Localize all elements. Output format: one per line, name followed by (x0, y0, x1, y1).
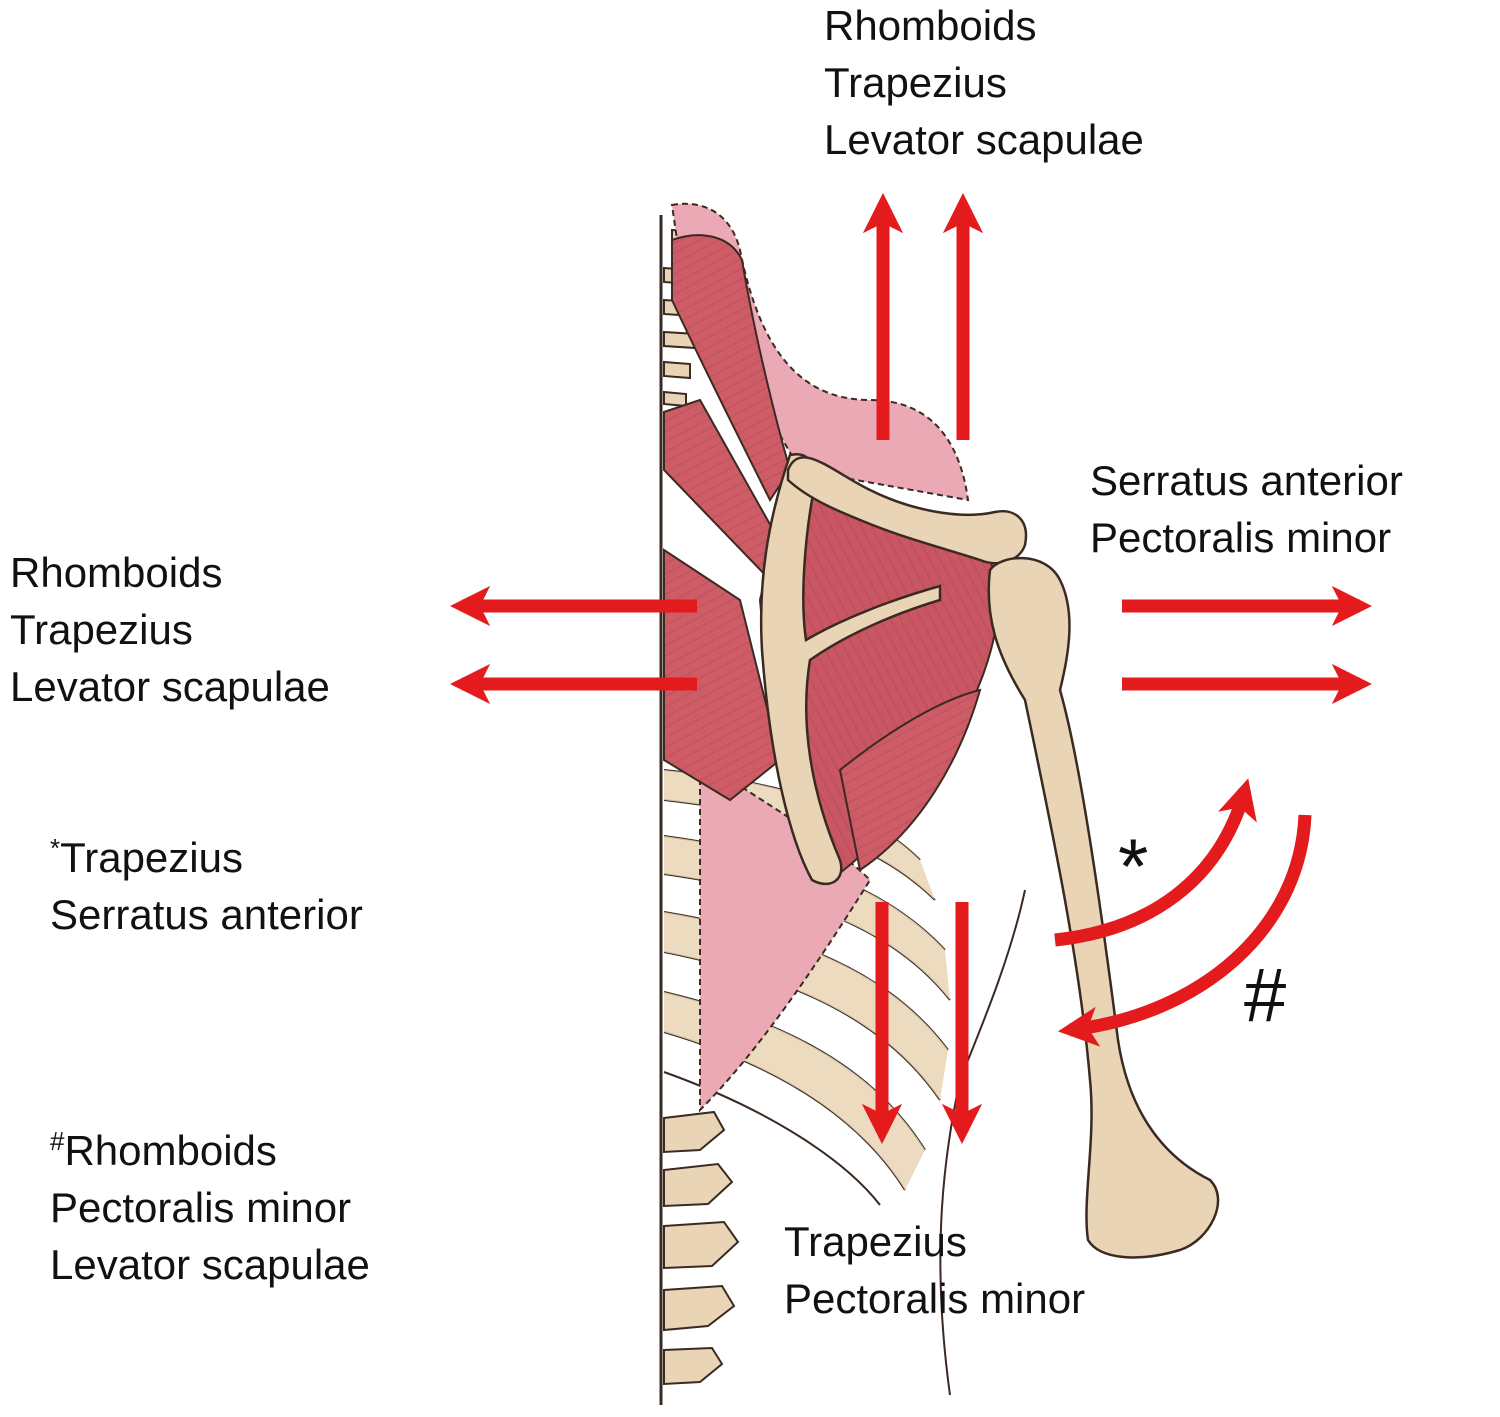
humerus (987, 556, 1220, 1259)
upward-rotation-symbol: * (1118, 822, 1149, 910)
label-line: Serratus anterior (1090, 457, 1403, 504)
protraction-label: Serratus anterior Pectoralis minor (1090, 452, 1403, 566)
label-line: Trapezius (824, 59, 1007, 106)
teres-muscle (838, 688, 982, 872)
label-line: *Trapezius (50, 829, 363, 886)
footnote-marker: # (50, 1126, 65, 1156)
label-line: Levator scapulae (824, 116, 1144, 163)
label-text: Trapezius (60, 834, 243, 881)
label-text: Rhomboids (64, 1127, 277, 1174)
label-line: Trapezius (10, 606, 193, 653)
retraction-label: Rhomboids Trapezius Levator scapulae (10, 544, 330, 715)
levator-scapulae (671, 234, 792, 502)
downward-rotation-label: #Rhomboids Pectoralis minor Levator scap… (50, 1122, 370, 1293)
label-line: Trapezius (784, 1218, 967, 1265)
label-line: #Rhomboids (50, 1122, 370, 1179)
scapula (759, 452, 942, 886)
upward-rotation-arrow (1054, 778, 1257, 947)
label-line: Pectoralis minor (50, 1184, 352, 1231)
elevation-label: Rhomboids Trapezius Levator scapulae (824, 0, 1144, 168)
label-line: Rhomboids (10, 549, 223, 596)
clavicle (786, 456, 1028, 565)
label-line: Levator scapulae (50, 1241, 370, 1288)
upward-rotation-label: *Trapezius Serratus anterior (50, 829, 363, 943)
downward-rotation-arrow (1057, 814, 1312, 1047)
downward-rotation-symbol: # (1244, 953, 1287, 1038)
footnote-marker: * (50, 833, 61, 863)
depression-label: Trapezius Pectoralis minor (784, 1213, 1085, 1327)
movement-arrows (449, 192, 1373, 1145)
label-line: Serratus anterior (50, 891, 363, 938)
label-line: Pectoralis minor (1090, 514, 1392, 561)
label-line: Rhomboids (824, 2, 1037, 49)
label-line: Pectoralis minor (784, 1275, 1086, 1322)
label-line: Levator scapulae (10, 663, 330, 710)
